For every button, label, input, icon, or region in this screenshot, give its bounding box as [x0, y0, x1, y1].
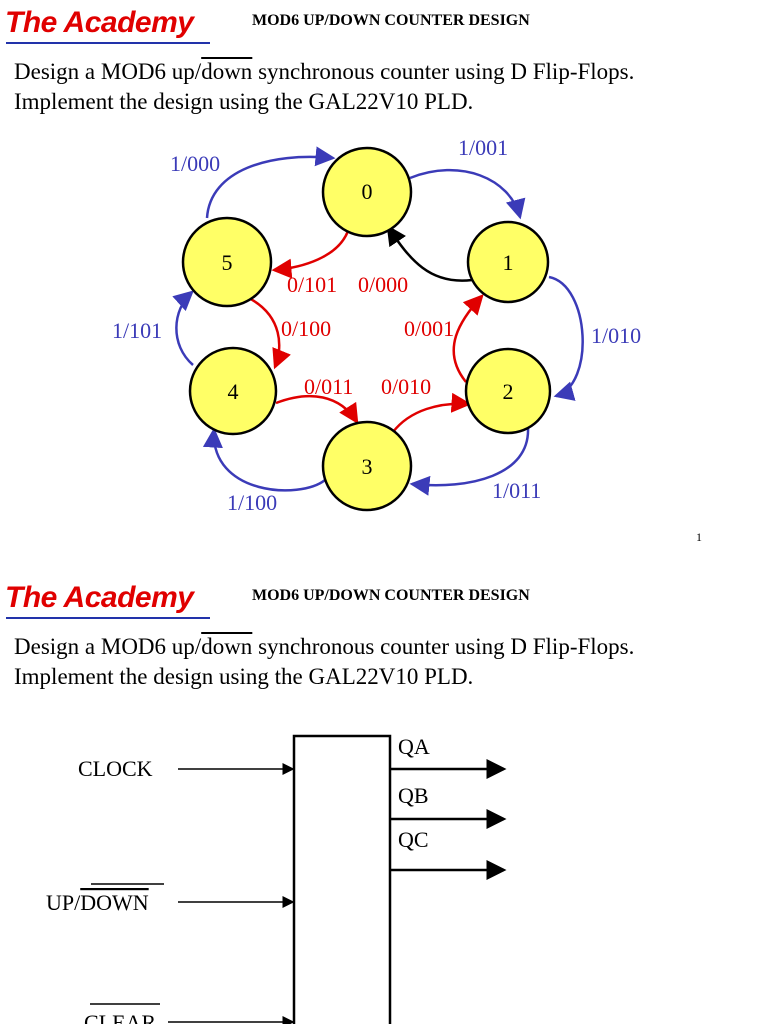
transition-2-to-3 [409, 427, 530, 496]
output-label-qa: QA [398, 734, 430, 759]
logo-underline [6, 617, 210, 619]
transition-1-to-2 [548, 275, 584, 401]
input-label-clear: CLEAR [84, 1010, 156, 1024]
academy-logo: The Academy [5, 581, 194, 614]
state-label: 5 [222, 250, 233, 275]
slide-title: MOD6 UP/DOWN COUNTER DESIGN [252, 12, 530, 29]
input-label-up-down: UP/DOWN [46, 890, 149, 915]
problem-text-overlined: down [201, 634, 253, 659]
logo-underline [6, 42, 210, 44]
state-label: 2 [503, 379, 514, 404]
problem-statement: Design a MOD6 up/down synchronous counte… [14, 57, 714, 117]
transition-label: 1/100 [227, 490, 277, 515]
problem-text-before: Design a MOD6 up/ [14, 59, 202, 84]
state-3: 3 [321, 420, 413, 512]
transition-label: 1/001 [458, 135, 508, 160]
block-diagram: CLOCK UP/DOWN CLEAR QA QB QC [46, 734, 507, 1024]
state-label: 3 [362, 454, 373, 479]
state-diagram: 0 1 2 3 4 5 1/000 1/001 1/010 1/011 1/10… [112, 135, 641, 515]
transition-label: 1/000 [170, 151, 220, 176]
transition-label: 0/011 [304, 374, 353, 399]
transition-label: 0/001 [404, 316, 454, 341]
problem-text-overlined: down [201, 59, 253, 84]
transition-label: 0/100 [281, 316, 331, 341]
state-4: 4 [188, 346, 278, 436]
problem-text-before: Design a MOD6 up/ [14, 634, 202, 659]
transition-4-to-5 [172, 290, 194, 366]
transition-0-to-1 [409, 169, 526, 220]
transition-5-to-0 [205, 146, 336, 219]
slide-title: MOD6 UP/DOWN COUNTER DESIGN [252, 587, 530, 604]
problem-text-after: synchronous counter using D Flip-Flops. … [14, 59, 635, 114]
output-label-qb: QB [398, 783, 429, 808]
slide-2: The Academy MOD6 UP/DOWN COUNTER DESIGN … [0, 575, 768, 1024]
transition-label: 0/010 [381, 374, 431, 399]
state-2: 2 [464, 347, 552, 435]
state-1: 1 [466, 220, 550, 304]
problem-statement: Design a MOD6 up/down synchronous counte… [14, 632, 714, 692]
transition-label: 1/011 [492, 478, 541, 503]
transition-0-to-5 [271, 227, 351, 279]
transition-4-to-3 [275, 395, 359, 425]
transition-label: 0/000 [358, 272, 408, 297]
state-5: 5 [181, 216, 273, 308]
academy-logo: The Academy [5, 6, 194, 39]
state-0: 0 [321, 146, 413, 238]
page-number: 1 [696, 530, 702, 544]
slide-1: The Academy MOD6 UP/DOWN COUNTER DESIGN … [5, 6, 714, 544]
state-label: 4 [228, 379, 239, 404]
output-label-qc: QC [398, 827, 429, 852]
transition-label: 0/101 [287, 272, 337, 297]
transition-3-to-2 [392, 392, 472, 433]
transition-1-to-0 [386, 224, 473, 282]
transition-label: 1/010 [591, 323, 641, 348]
transition-5-to-4 [244, 294, 291, 370]
transition-3-to-4 [202, 427, 326, 492]
problem-text-after: synchronous counter using D Flip-Flops. … [14, 634, 635, 689]
state-label: 0 [362, 179, 373, 204]
state-label: 1 [503, 250, 514, 275]
counter-block [292, 734, 392, 1024]
input-label-clock: CLOCK [78, 756, 153, 781]
transition-label: 1/101 [112, 318, 162, 343]
transition-2-to-1 [452, 294, 484, 383]
